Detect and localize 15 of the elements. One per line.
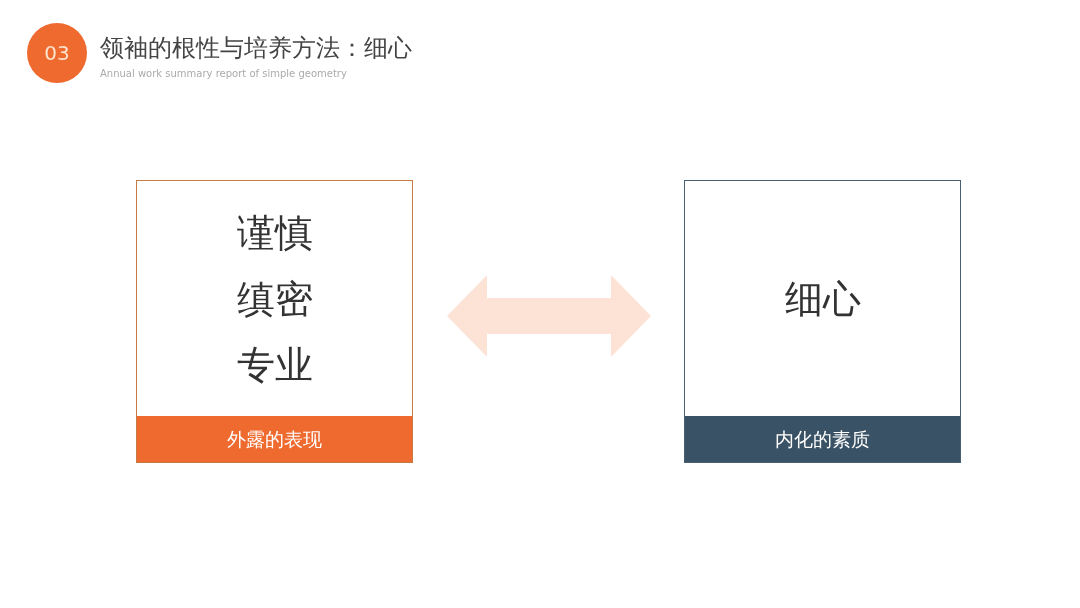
double-arrow [447, 275, 651, 357]
trait-card [684, 180, 961, 463]
slide-title: 领袖的根性与培养方法：细心 [100, 33, 412, 64]
section-number: 03 [44, 40, 70, 67]
band-label: 外露的表现 [227, 426, 322, 452]
trait-word: 专业 [236, 342, 313, 387]
number-badge [27, 23, 87, 83]
trait-word: 谨慎 [236, 210, 313, 255]
card-footer-band [685, 416, 960, 462]
card-footer-band [137, 416, 412, 462]
trait-word: 细心 [784, 276, 861, 321]
band-label: 内化的素质 [775, 426, 870, 452]
trait-word: 缜密 [236, 276, 313, 321]
subtitle: Annual work summary report of simple geometry [100, 67, 347, 81]
trait-card [136, 180, 413, 463]
